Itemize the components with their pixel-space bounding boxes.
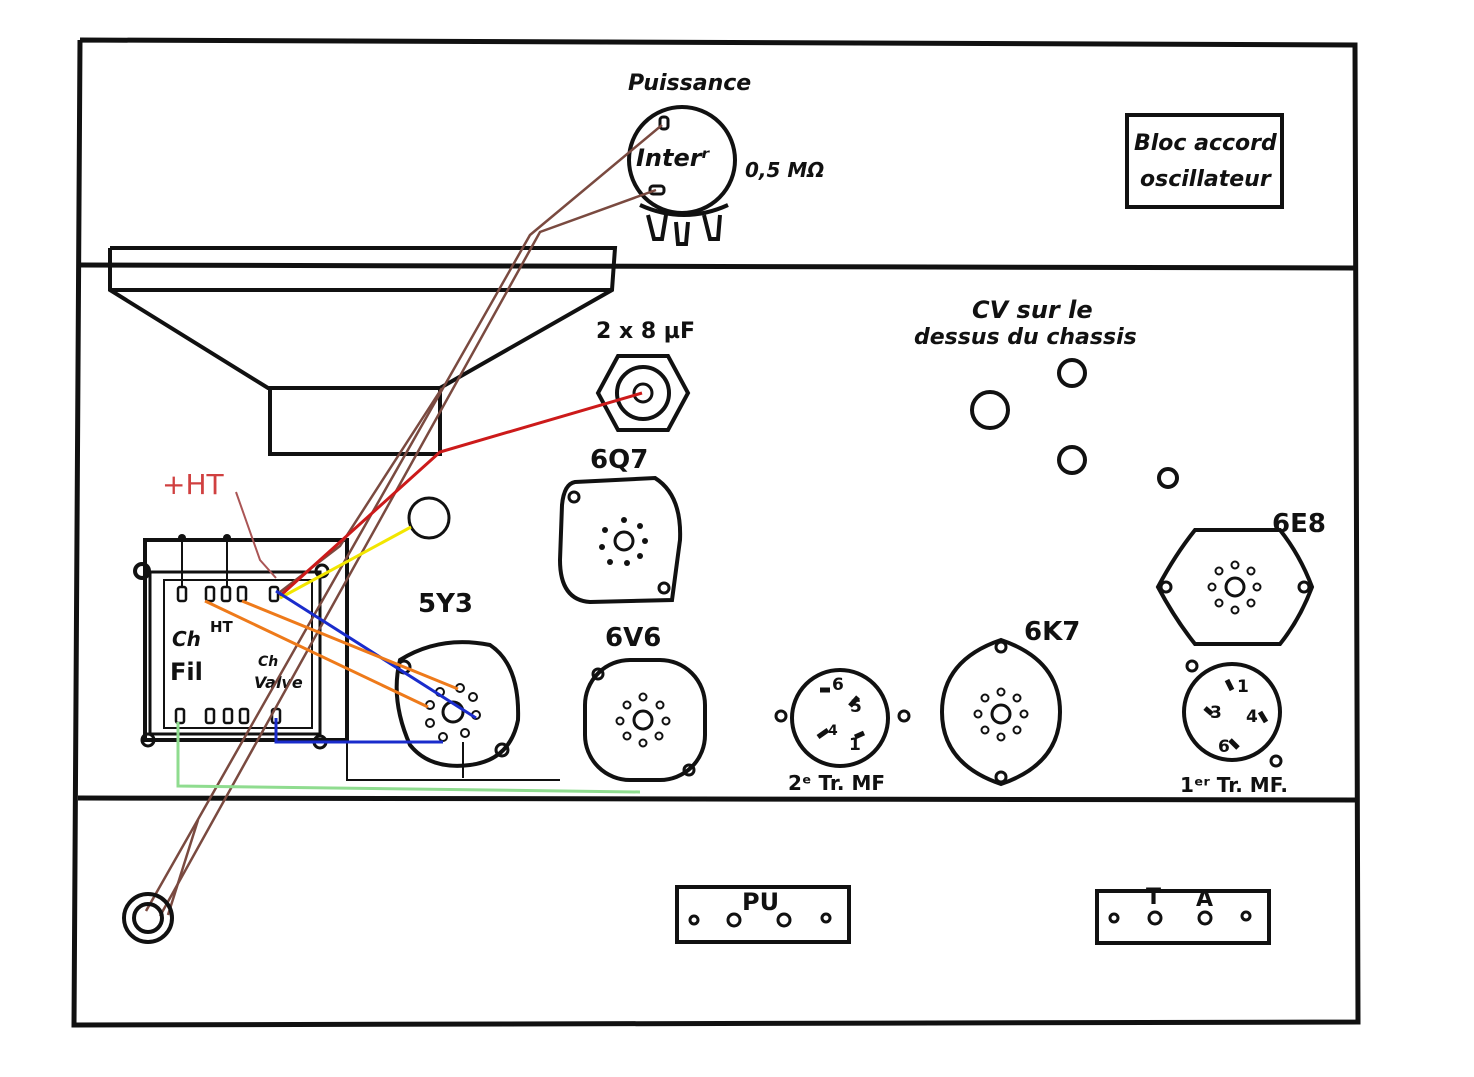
t-label: T: [1146, 885, 1161, 910]
bloc-accord-oscillateur: Bloc accord oscillateur: [1125, 113, 1284, 209]
tr-mf1-label: 1ᵉʳ Tr. MF.: [1180, 773, 1288, 797]
black-wiring: [346, 540, 560, 781]
mf1-pin-c: 4: [1246, 707, 1258, 727]
plus-ht-annotation: +HT: [162, 468, 277, 579]
pu-label: PU: [742, 888, 779, 916]
wire-orange: [204, 599, 459, 709]
cv-line2: dessus du chassis: [914, 325, 1137, 350]
wire-green: [176, 722, 641, 794]
mf2-pin-b: 5: [850, 697, 862, 717]
ht-label: HT: [210, 618, 234, 636]
tube-6q7-label: 6Q7: [590, 445, 648, 475]
ch-fil-label-2: Fil: [170, 658, 203, 686]
cv-variable-capacitor: CV sur le dessus du chassis: [914, 296, 1179, 489]
tube-6k7-socket: 6K7: [939, 617, 1080, 787]
chassis-hole: [407, 496, 451, 540]
mf1-pin-d: 6: [1218, 737, 1230, 757]
pot-value-label: 0,5 MΩ: [745, 158, 824, 182]
inter-label: Interʳ: [636, 144, 711, 172]
ch-valve-label-2: Valve: [254, 673, 303, 692]
tube-6e8-socket: 6E8: [1155, 509, 1326, 646]
cv-line1: CV sur le: [972, 296, 1093, 324]
puissance-label: Puissance: [628, 71, 751, 96]
tube-5y3-label: 5Y3: [418, 589, 473, 619]
tube-6k7-label: 6K7: [1024, 617, 1080, 647]
tube-6q7-socket: 6Q7: [557, 445, 683, 605]
mf2-pin-d: 1: [849, 735, 861, 755]
second-if-transformer: 6 5 4 1 2ᵉ Tr. MF: [774, 668, 911, 795]
first-if-transformer: 1 3 4 6 1ᵉʳ Tr. MF.: [1180, 659, 1288, 797]
loudspeaker: [108, 246, 618, 456]
mf2-pin-a: 6: [832, 675, 844, 695]
chassis-outline: [71, 37, 1361, 1028]
mf1-pin-a: 1: [1237, 677, 1249, 697]
pu-socket: PU: [675, 885, 851, 944]
bloc-line2: oscillateur: [1140, 167, 1272, 192]
tr-mf2-label: 2ᵉ Tr. MF: [788, 771, 885, 795]
tube-6e8-label: 6E8: [1272, 509, 1326, 539]
ch-valve-label-1: Ch: [258, 654, 278, 670]
volume-potentiometer: Puissance Interʳ 0,5 MΩ: [627, 71, 824, 246]
mf1-pin-b: 3: [1210, 703, 1222, 723]
wire-yellow: [279, 525, 412, 600]
tube-6v6-socket: 6V6: [583, 623, 707, 782]
a-label: A: [1196, 887, 1213, 912]
filter-capacitor: 2 x 8 µF: [595, 319, 695, 432]
mf2-pin-c: 4: [828, 723, 838, 739]
wire-red: [278, 391, 643, 598]
tube-6v6-label: 6V6: [605, 623, 661, 653]
capacitor-label: 2 x 8 µF: [596, 319, 695, 344]
aerial-ground-socket: T A: [1095, 885, 1271, 945]
plus-ht-label: +HT: [162, 468, 225, 501]
ch-fil-label-1: Ch: [172, 627, 201, 651]
ground-jack: [122, 892, 174, 944]
bloc-line1: Bloc accord: [1134, 131, 1277, 156]
